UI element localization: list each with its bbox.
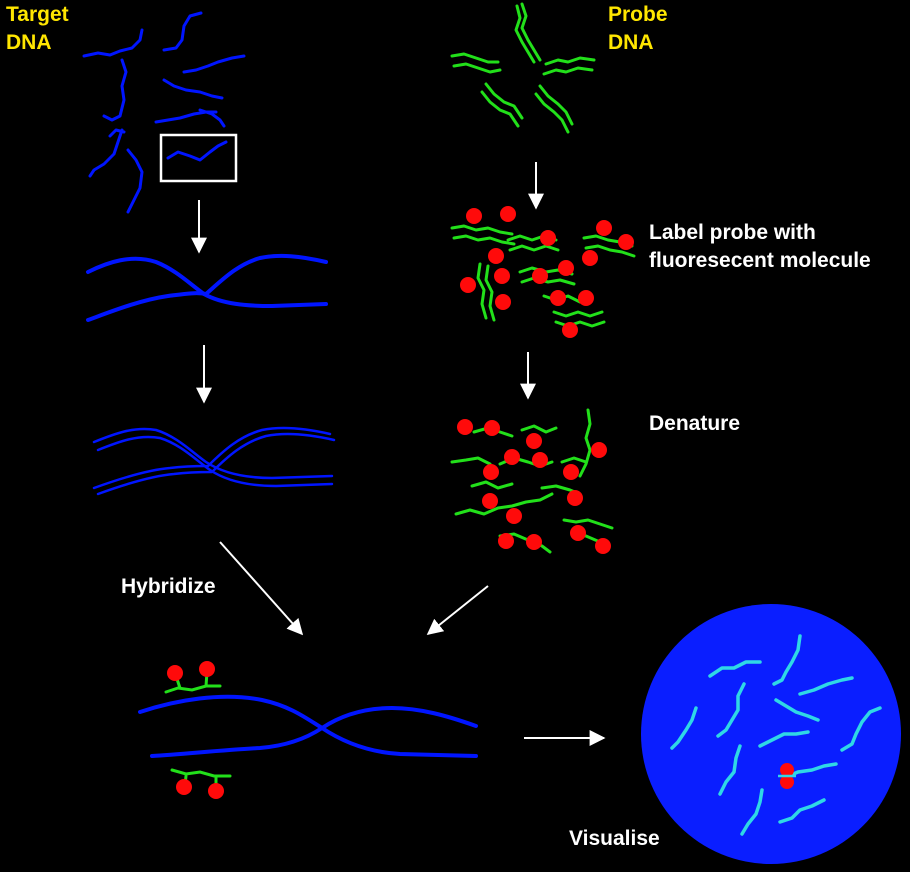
arrow-hybridize-right: [426, 585, 489, 635]
fluorescent-labels-hybridized: [167, 661, 224, 799]
target-dna-fragments: [82, 11, 246, 214]
target-dna-denatured: [92, 426, 336, 496]
target-dna-zoomed: [86, 253, 328, 322]
target-fragment: [88, 128, 124, 178]
target-fragment: [182, 54, 246, 74]
denatured-probe-strands: [450, 408, 614, 554]
probe-dna-label-line1: Probe: [608, 3, 668, 26]
probe-dna-label: Probe DNA: [608, 1, 668, 57]
target-dna-label-line2: DNA: [6, 31, 52, 54]
fluorescent-labels-step2: [460, 206, 634, 338]
target-fragment: [162, 11, 203, 52]
nucleus-chromosomes: [670, 634, 882, 836]
denature-step: Denature: [649, 412, 741, 435]
fluorescent-labels-step3: [457, 419, 611, 554]
label-probe-step-line1: Label probe with: [649, 221, 816, 244]
label-probe-step-line2: fluoresecent molecule: [649, 249, 871, 272]
nucleus-signals: [778, 763, 796, 789]
probe-dna-fragments: [450, 2, 596, 134]
probe-dna-label-line2: DNA: [608, 31, 654, 54]
target-dna-label-line1: Target: [6, 3, 69, 26]
target-fragment: [166, 140, 228, 162]
target-fragment: [102, 58, 128, 122]
target-fragment: [82, 28, 144, 58]
label-probe-step: Label probe with fluoresecent molecule: [649, 219, 871, 275]
nucleus: [641, 604, 901, 864]
hybridized-dna: [138, 694, 478, 758]
visualise-step: Visualise: [569, 827, 660, 850]
hybridized-probes: [164, 670, 232, 792]
target-dna-label: Target DNA: [6, 1, 69, 57]
target-fragment: [154, 110, 218, 124]
target-fragment: [126, 148, 144, 214]
target-fragment: [162, 78, 224, 100]
target-fragment: [108, 128, 126, 138]
arrow-hybridize-left: [219, 541, 304, 636]
selection-box: [159, 133, 238, 183]
hybridize-step: Hybridize: [121, 575, 216, 598]
